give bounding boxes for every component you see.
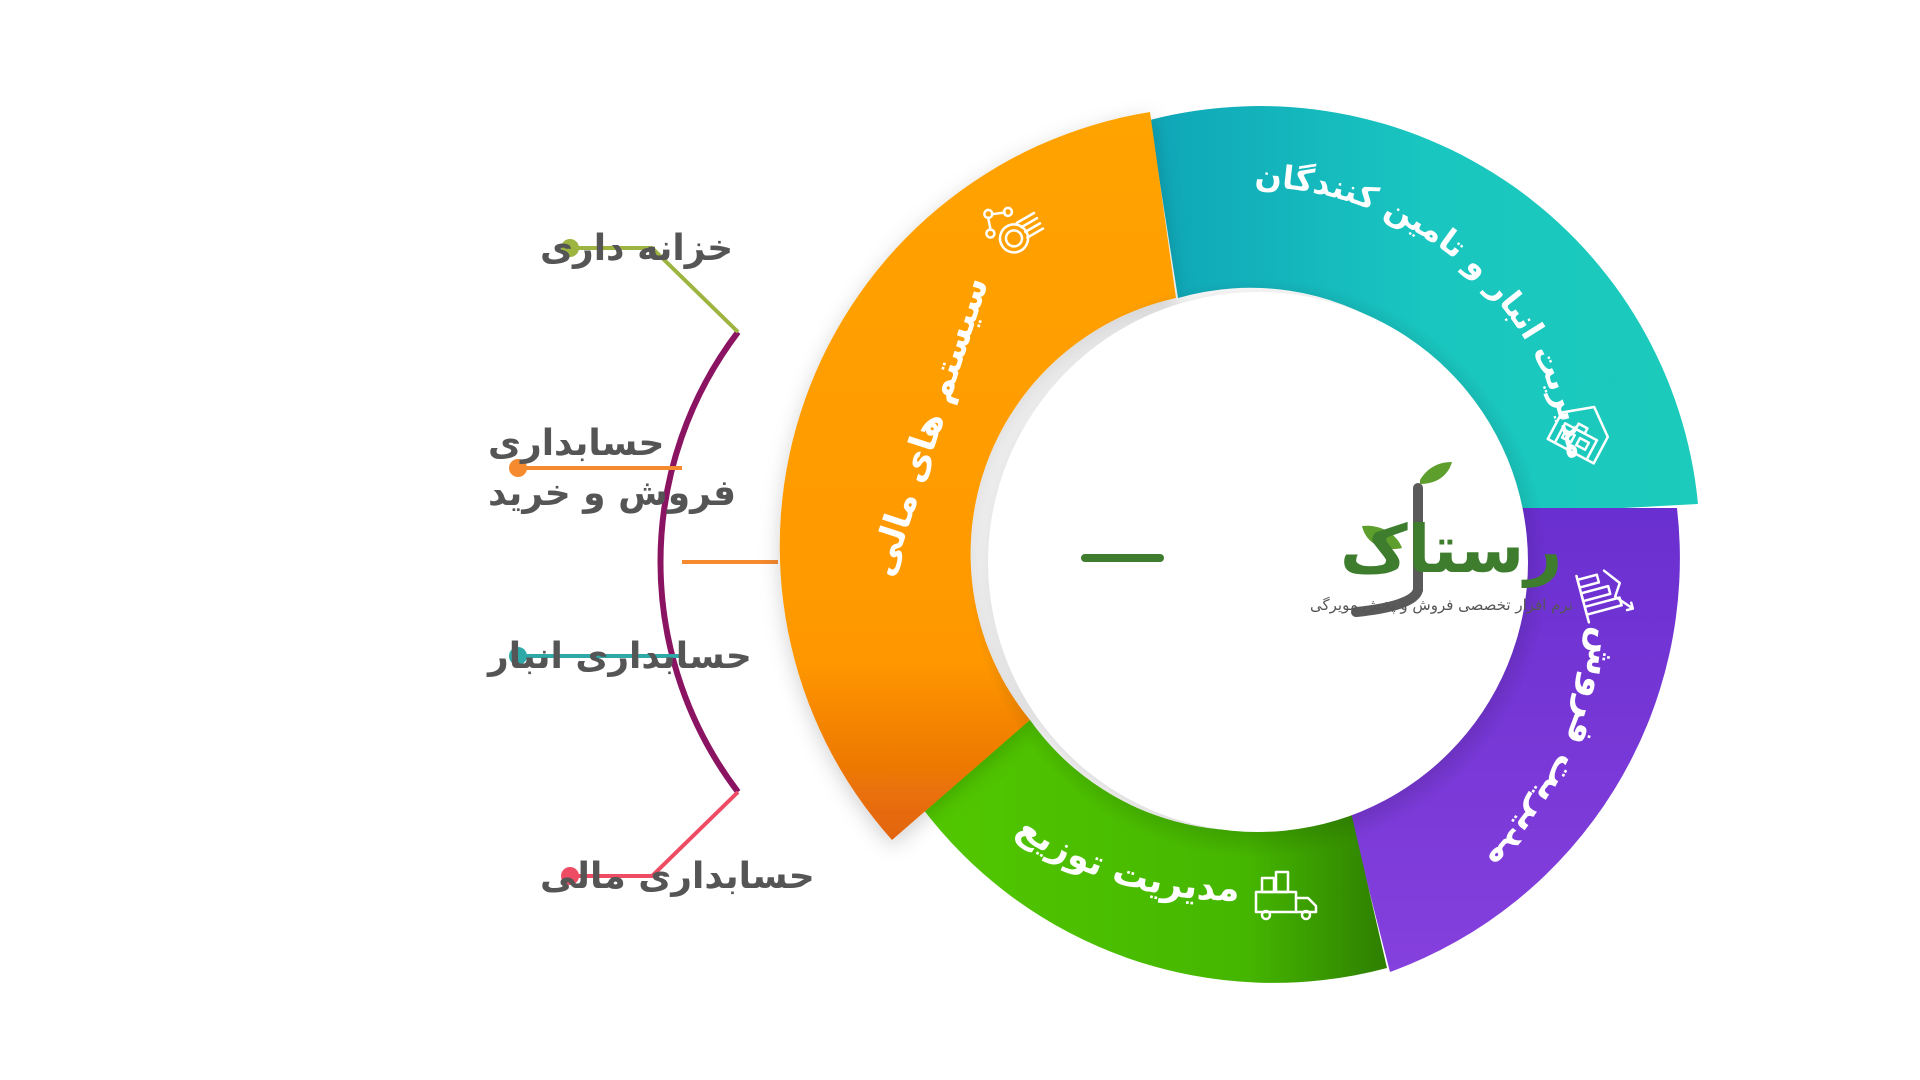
branch-label-financial-accounting: حسابداری مالی xyxy=(540,856,815,897)
branch-label-treasury: خزانه داری xyxy=(540,228,733,269)
logo: رستاک نرم افزار تخصصی فروش و پخش مویرگی xyxy=(1081,462,1573,617)
logo-stem xyxy=(1351,483,1423,617)
branch-dot xyxy=(509,459,527,477)
branch-labels: خزانه داری حسابداری فروش و خرید حسابداری… xyxy=(486,228,815,897)
center-circle xyxy=(988,292,1528,832)
bracket-arc xyxy=(657,330,741,794)
segment-icons xyxy=(983,206,1635,921)
coins-network-icon xyxy=(983,206,1045,254)
segment-sales-management[interactable] xyxy=(1348,508,1680,972)
sales-chart-icon xyxy=(1575,569,1635,624)
center-hub xyxy=(968,278,1548,858)
delivery-truck-icon xyxy=(1254,870,1318,921)
logo-wordmark: رستاک xyxy=(1340,511,1562,588)
branch-label-sales-purchase-accounting-line2: فروش و خرید xyxy=(488,473,736,514)
branch-dot xyxy=(509,647,527,665)
segment-financial-systems[interactable] xyxy=(779,112,1176,840)
branch-connectors xyxy=(509,239,778,885)
connector-line xyxy=(570,790,740,878)
logo-leaf-left xyxy=(1362,525,1402,550)
logo-tagline: نرم افزار تخصصی فروش و پخش مویرگی xyxy=(1310,596,1573,615)
branch-label-warehouse-accounting: حسابداری انبار xyxy=(486,636,752,677)
logo-leaf-right xyxy=(1420,462,1452,484)
warehouse-icon xyxy=(1546,405,1610,465)
branch-label-sales-purchase-accounting-line1: حسابداری xyxy=(488,423,664,464)
branch-dot xyxy=(561,867,579,885)
branch-dot xyxy=(561,239,579,257)
connector-line xyxy=(570,246,740,334)
